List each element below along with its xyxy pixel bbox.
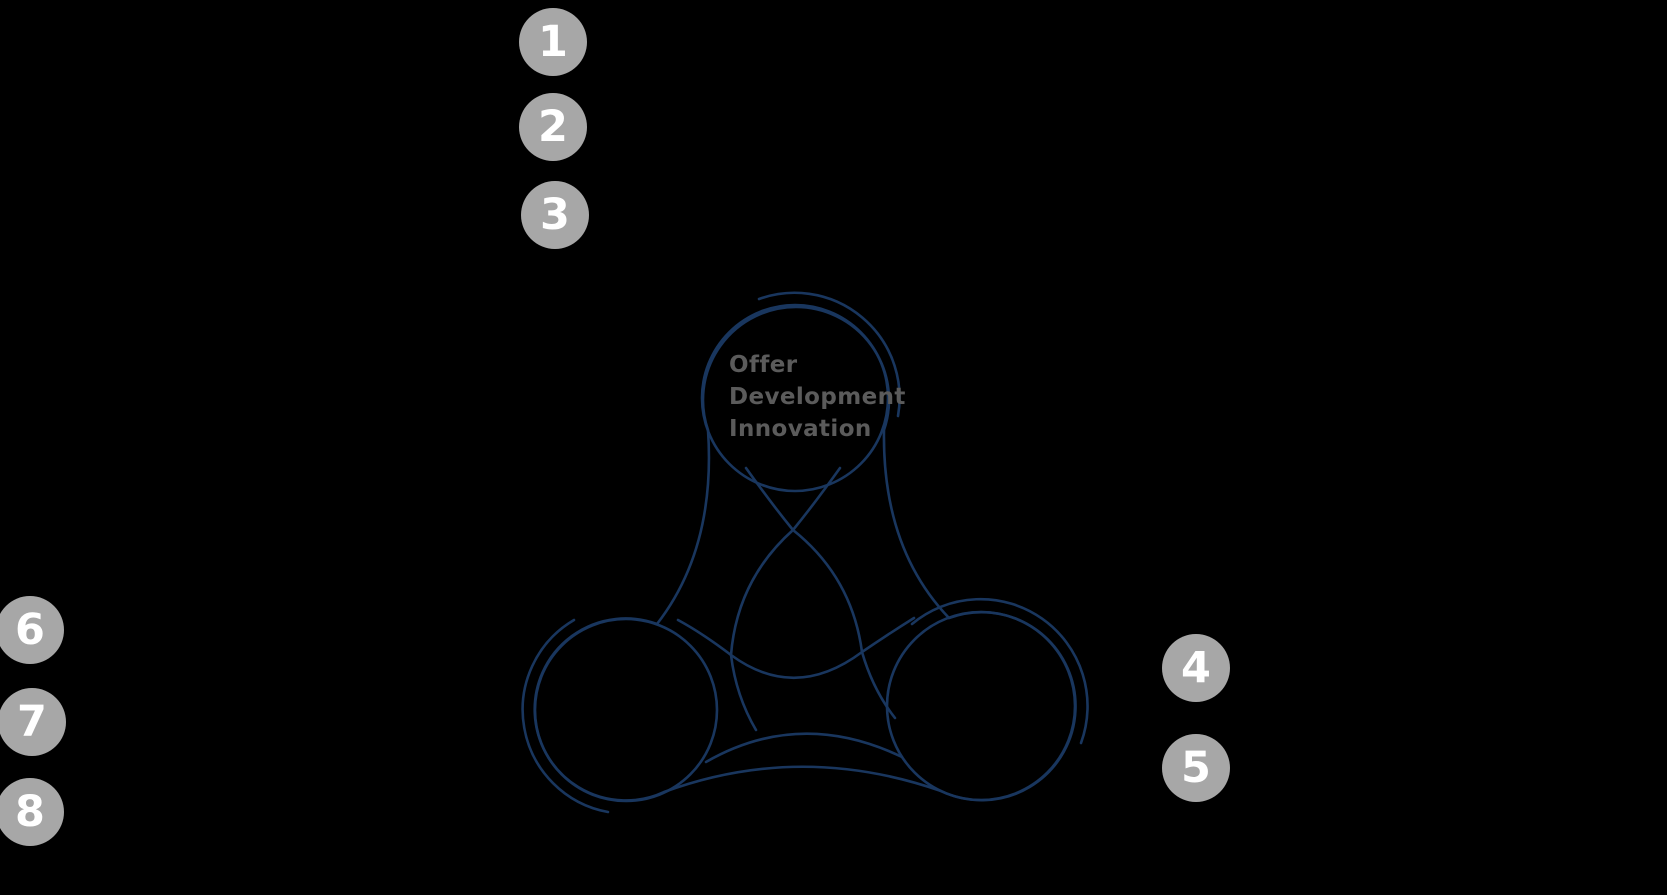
outer-hull-curve [533, 305, 1077, 802]
badge-6: 6 [0, 596, 64, 664]
swirl-arc-left-in [676, 618, 733, 657]
center-label-line-1: Offer [729, 352, 798, 378]
center-label: Offer Development Innovation [729, 349, 906, 445]
parallel-arc-bottom-bridge [704, 732, 904, 764]
parallel-arc-left-circle [521, 618, 610, 814]
swirl-arc-top-right [791, 466, 842, 532]
badge-7: 7 [0, 688, 66, 756]
swirl-arc-right-in [860, 616, 916, 654]
swirl-arc-top-left [744, 466, 795, 532]
center-label-line-3: Innovation [729, 416, 872, 442]
parallel-arc-right-circle [910, 597, 1089, 745]
badge-8: 8 [0, 778, 64, 846]
swirl-arc-left-down [729, 653, 758, 732]
swirl-arc-right-down [860, 650, 897, 720]
inner-triangle-curve [729, 528, 864, 680]
badge-3: 3 [521, 181, 589, 249]
parallel-arc-top-circle [757, 291, 901, 418]
badge-1: 1 [519, 8, 587, 76]
badge-5: 5 [1162, 734, 1230, 802]
center-label-line-2: Development [729, 384, 906, 410]
badge-2: 2 [519, 93, 587, 161]
badge-4: 4 [1162, 634, 1230, 702]
